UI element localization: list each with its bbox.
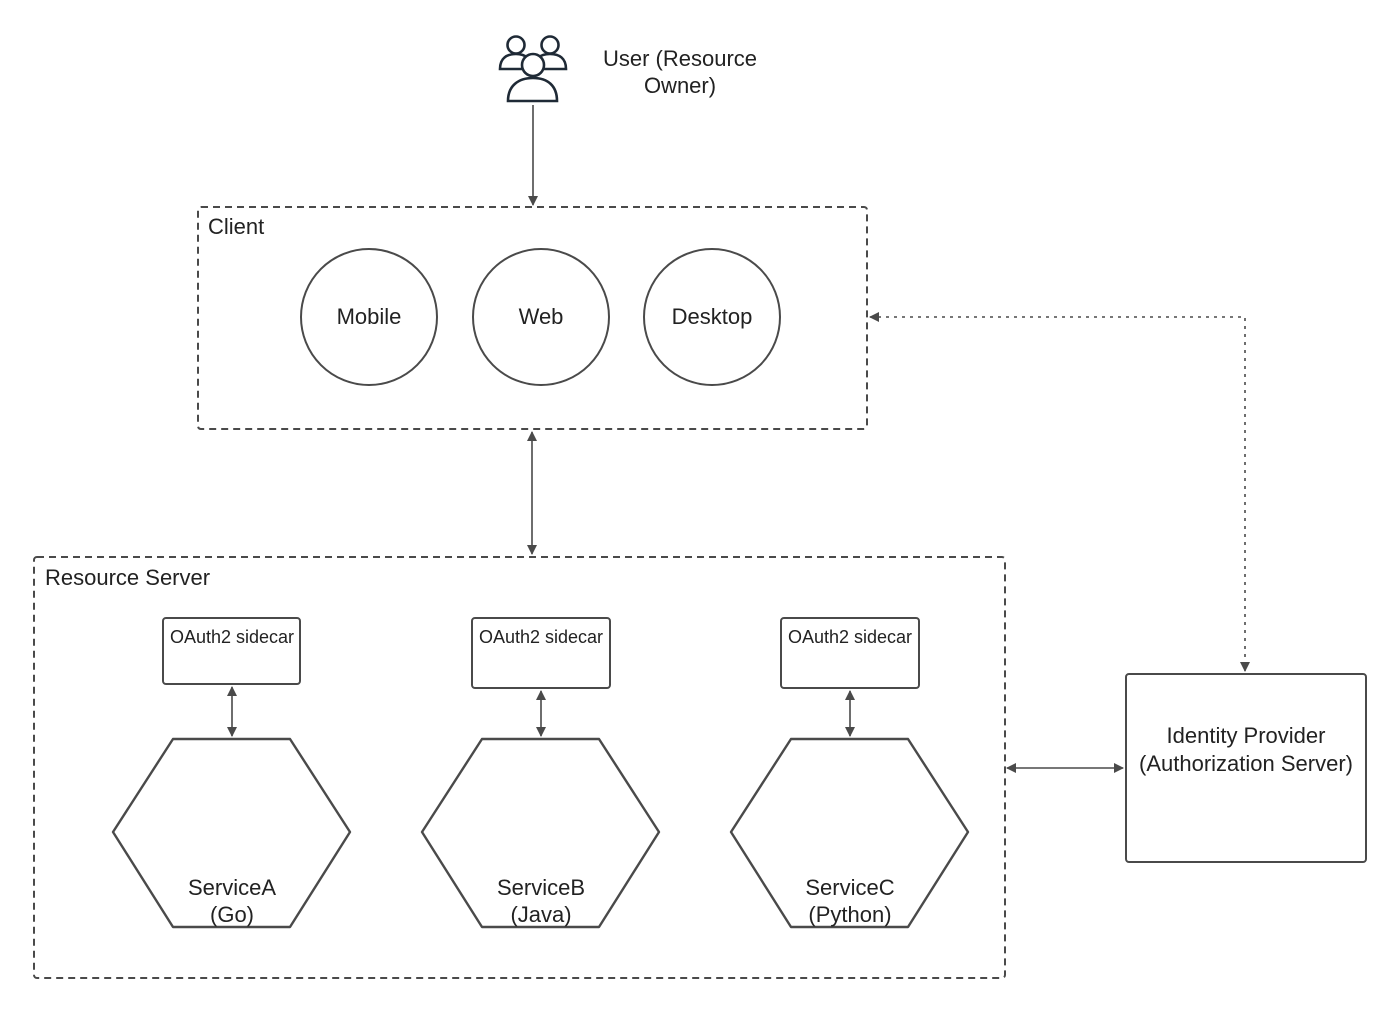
client-desktop-circle <box>643 248 781 386</box>
client-group-title: Client <box>208 214 265 239</box>
user-resource-owner-label: User (Resource Owner) <box>602 46 758 98</box>
resource-server-group-box <box>33 556 1006 979</box>
sidecar-box-a <box>162 617 301 685</box>
service-hexagon-b <box>420 737 661 929</box>
client-desktop-label: Desktop <box>671 304 753 329</box>
identity-provider-label: Identity Provider (Authorization Server) <box>1139 723 1353 776</box>
service-a-label: ServiceA (Go) <box>132 874 332 928</box>
service-b-lang: (Java) <box>510 902 572 927</box>
client-web-label: Web <box>518 304 564 329</box>
user-group-icon <box>498 35 568 103</box>
client-idp-dotted-arrow <box>869 312 1250 672</box>
service-c-name: ServiceC <box>805 875 895 900</box>
service-b-label: ServiceB (Java) <box>441 874 641 928</box>
client-mobile-label: Mobile <box>336 304 402 329</box>
service-a-name: ServiceA <box>187 875 277 900</box>
sidecar-label-b: OAuth2 sidecar <box>478 627 604 647</box>
service-c-lang: (Python) <box>808 902 892 927</box>
client-web-circle <box>472 248 610 386</box>
identity-provider-box <box>1125 673 1367 863</box>
sidecar-label-c: OAuth2 sidecar <box>787 627 913 647</box>
sidecar-label-a: OAuth2 sidecar <box>169 627 295 647</box>
resource-server-group-title: Resource Server <box>45 565 211 590</box>
service-c-label: ServiceC (Python) <box>750 874 950 928</box>
sidecar-box-b <box>471 617 611 689</box>
client-mobile-circle <box>300 248 438 386</box>
service-hexagon-c <box>729 737 970 929</box>
service-a-lang: (Go) <box>210 902 254 927</box>
service-b-name: ServiceB <box>496 875 586 900</box>
service-hexagon-a <box>111 737 352 929</box>
